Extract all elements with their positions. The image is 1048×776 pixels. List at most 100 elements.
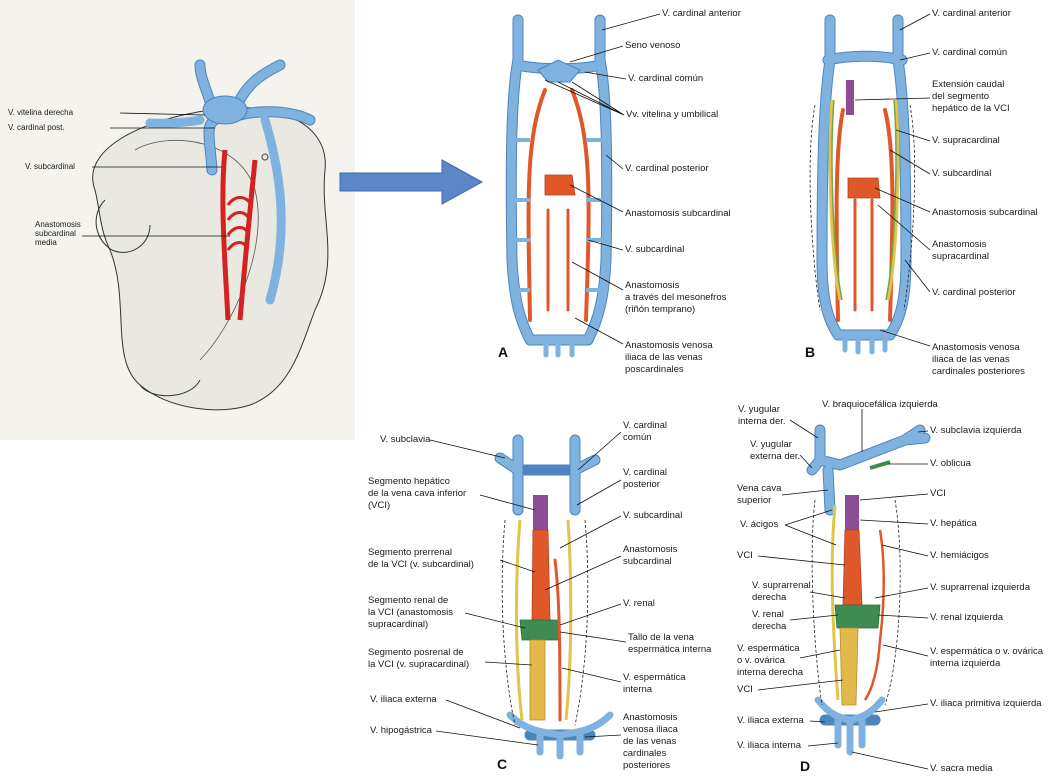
c-iliaca-5: posteriores [623, 760, 670, 771]
panel-d-azygos [832, 505, 838, 700]
c-iliaca-1: Anastomosis [623, 712, 678, 723]
a-cardinal-posterior: V. cardinal posterior [625, 163, 709, 174]
panel-b-inner-red [855, 200, 872, 310]
d-iliaca-interna: V. iliaca interna [737, 740, 802, 751]
c-espermatica-1: V. espermática [623, 672, 686, 683]
d-suprarrenal-der-1: V. suprarrenal [752, 580, 811, 591]
a-leader-1 [602, 14, 660, 30]
d-yugular-externa-1: V. yugular [750, 439, 792, 450]
b-supracardinal: V. supracardinal [932, 135, 1000, 146]
a-leader-8 [572, 262, 623, 290]
panel-c-prerenal-segment [532, 530, 550, 620]
c-leader-14 [436, 731, 538, 745]
b-iliaca-1: Anastomosis venosa [932, 342, 1020, 353]
d-vci-top: VCI [930, 488, 946, 499]
embryo-figure: V. vitelina derecha V. cardinal post. V.… [0, 0, 355, 440]
b-cardinal-posterior: V. cardinal posterior [932, 287, 1016, 298]
a-cardinal-anterior: V. cardinal anterior [662, 8, 741, 19]
arrow-icon [340, 160, 482, 204]
panel-c: C V. subclavia V. cardinal común V. card… [368, 420, 712, 772]
d-leader-15 [878, 615, 928, 618]
sinus-venosus-embryo [203, 96, 247, 124]
a-leader-6 [570, 185, 623, 212]
c-renal-seg-2: la VCI (anastomosis [368, 607, 453, 618]
d-cava-sup-1: Vena cava [737, 483, 782, 494]
a-mesonefros-2: a través del mesonefros [625, 292, 727, 303]
d-leader-2 [790, 420, 818, 438]
d-renal-der-2: derecha [752, 621, 787, 632]
panel-d-hepatic [845, 495, 859, 530]
panel-b-subcardinals [837, 110, 893, 320]
d-suprarrenal-izq: V. suprarrenal izquierda [930, 582, 1031, 593]
c-cardinal-posterior-2: posterior [623, 479, 660, 490]
panel-b: B V. cardinal anterior V. cardinal común… [805, 8, 1038, 377]
d-renal-der-1: V. renal [752, 609, 784, 620]
c-renal-seg-3: supracardinal) [368, 619, 428, 630]
panel-d-vci-prerenal [843, 530, 862, 605]
d-leader-11 [882, 545, 928, 556]
panel-d-renal [835, 605, 880, 628]
a-subcardinal: V. subcardinal [625, 244, 684, 255]
d-cava-sup-2: superior [737, 495, 771, 506]
panel-a-letter: A [498, 344, 508, 360]
vitelline-vein [150, 120, 200, 123]
c-cardinal-comun-2: común [623, 432, 652, 443]
a-leader-4 [545, 80, 624, 115]
panel-a-inner-red [548, 210, 568, 310]
label-vitelina-derecha: V. vitelina derecha [8, 108, 74, 117]
c-cardinal-comun-1: V. cardinal [623, 420, 667, 431]
panel-c-renal-segment [520, 620, 560, 640]
label-anastomosis-2: subcardinal [35, 229, 76, 238]
c-posrenal-2: la VCI (v. supracardinal) [368, 659, 469, 670]
a-iliaca-1: Anastomosis venosa [625, 340, 713, 351]
panel-d-oblique [870, 462, 890, 468]
panel-c-postrenal-segment [530, 640, 545, 720]
panel-d-vci-postrenal [840, 628, 858, 705]
c-renal: V. renal [623, 598, 655, 609]
c-anastomosis-sub-2: subcardinal [623, 556, 672, 567]
c-hepatico-3: (VCI) [368, 500, 390, 511]
c-anastomosis-sub-1: Anastomosis [623, 544, 678, 555]
d-leader-17 [883, 645, 928, 656]
a-mesonefros-3: (riñón temprano) [625, 304, 695, 315]
d-hemiacigos: V. hemiácigos [930, 550, 989, 561]
panel-b-hepatic-extension [846, 80, 854, 115]
d-hepatica: V. hepática [930, 518, 977, 529]
c-iliaca-3: de las venas [623, 736, 677, 747]
d-esp-der-3: interna derecha [737, 667, 804, 678]
d-esp-der-1: V. espermática [737, 643, 800, 654]
d-leader-21 [808, 743, 838, 746]
b-anastomosis-supra-2: supracardinal [932, 251, 989, 262]
b-iliaca-2: iliaca de las venas [932, 354, 1010, 365]
label-anastomosis-1: Anastomosis [35, 220, 81, 229]
b-extension-1: Extensión caudal [932, 79, 1004, 90]
d-suprarrenal-der-2: derecha [752, 592, 787, 603]
c-espermatica-2: interna [623, 684, 653, 695]
c-posrenal-1: Segmento posrenal de [368, 647, 464, 658]
a-cardinal-comun: V. cardinal común [628, 73, 703, 84]
b-anastomosis-supra-1: Anastomosis [932, 239, 987, 250]
d-yugular-interna-1: V. yugular [738, 404, 780, 415]
panel-c-hepatic-segment [533, 495, 548, 530]
b-leader-1 [900, 14, 930, 30]
d-leader-18 [758, 680, 843, 690]
c-leader-2 [578, 432, 621, 470]
d-yugular-externa-2: externa der. [750, 451, 800, 462]
c-hipogastrica: V. hipogástrica [370, 725, 433, 736]
d-esp-izq-2: interna izquierda [930, 658, 1001, 669]
d-iliaca-primitiva: V. iliaca primitiva izquierda [930, 698, 1042, 709]
c-leader-8 [560, 604, 621, 625]
d-vci-low: VCI [737, 684, 753, 695]
label-cardinal-post: V. cardinal post. [8, 123, 65, 132]
b-iliaca-3: cardinales posteriores [932, 366, 1025, 377]
c-prerrenal-1: Segmento prerrenal [368, 547, 452, 558]
b-extension-3: hepático de la VCI [932, 103, 1010, 114]
c-tallo-2: espermática interna [628, 644, 712, 655]
c-hepatico-1: Segmento hepático [368, 476, 450, 487]
c-cardinal-posterior-1: V. cardinal [623, 467, 667, 478]
d-vci-mid: VCI [737, 550, 753, 561]
c-iliaca-2: venosa iliaca [623, 724, 679, 735]
b-cardinal-anterior: V. cardinal anterior [932, 8, 1011, 19]
c-leader-1 [430, 440, 505, 458]
